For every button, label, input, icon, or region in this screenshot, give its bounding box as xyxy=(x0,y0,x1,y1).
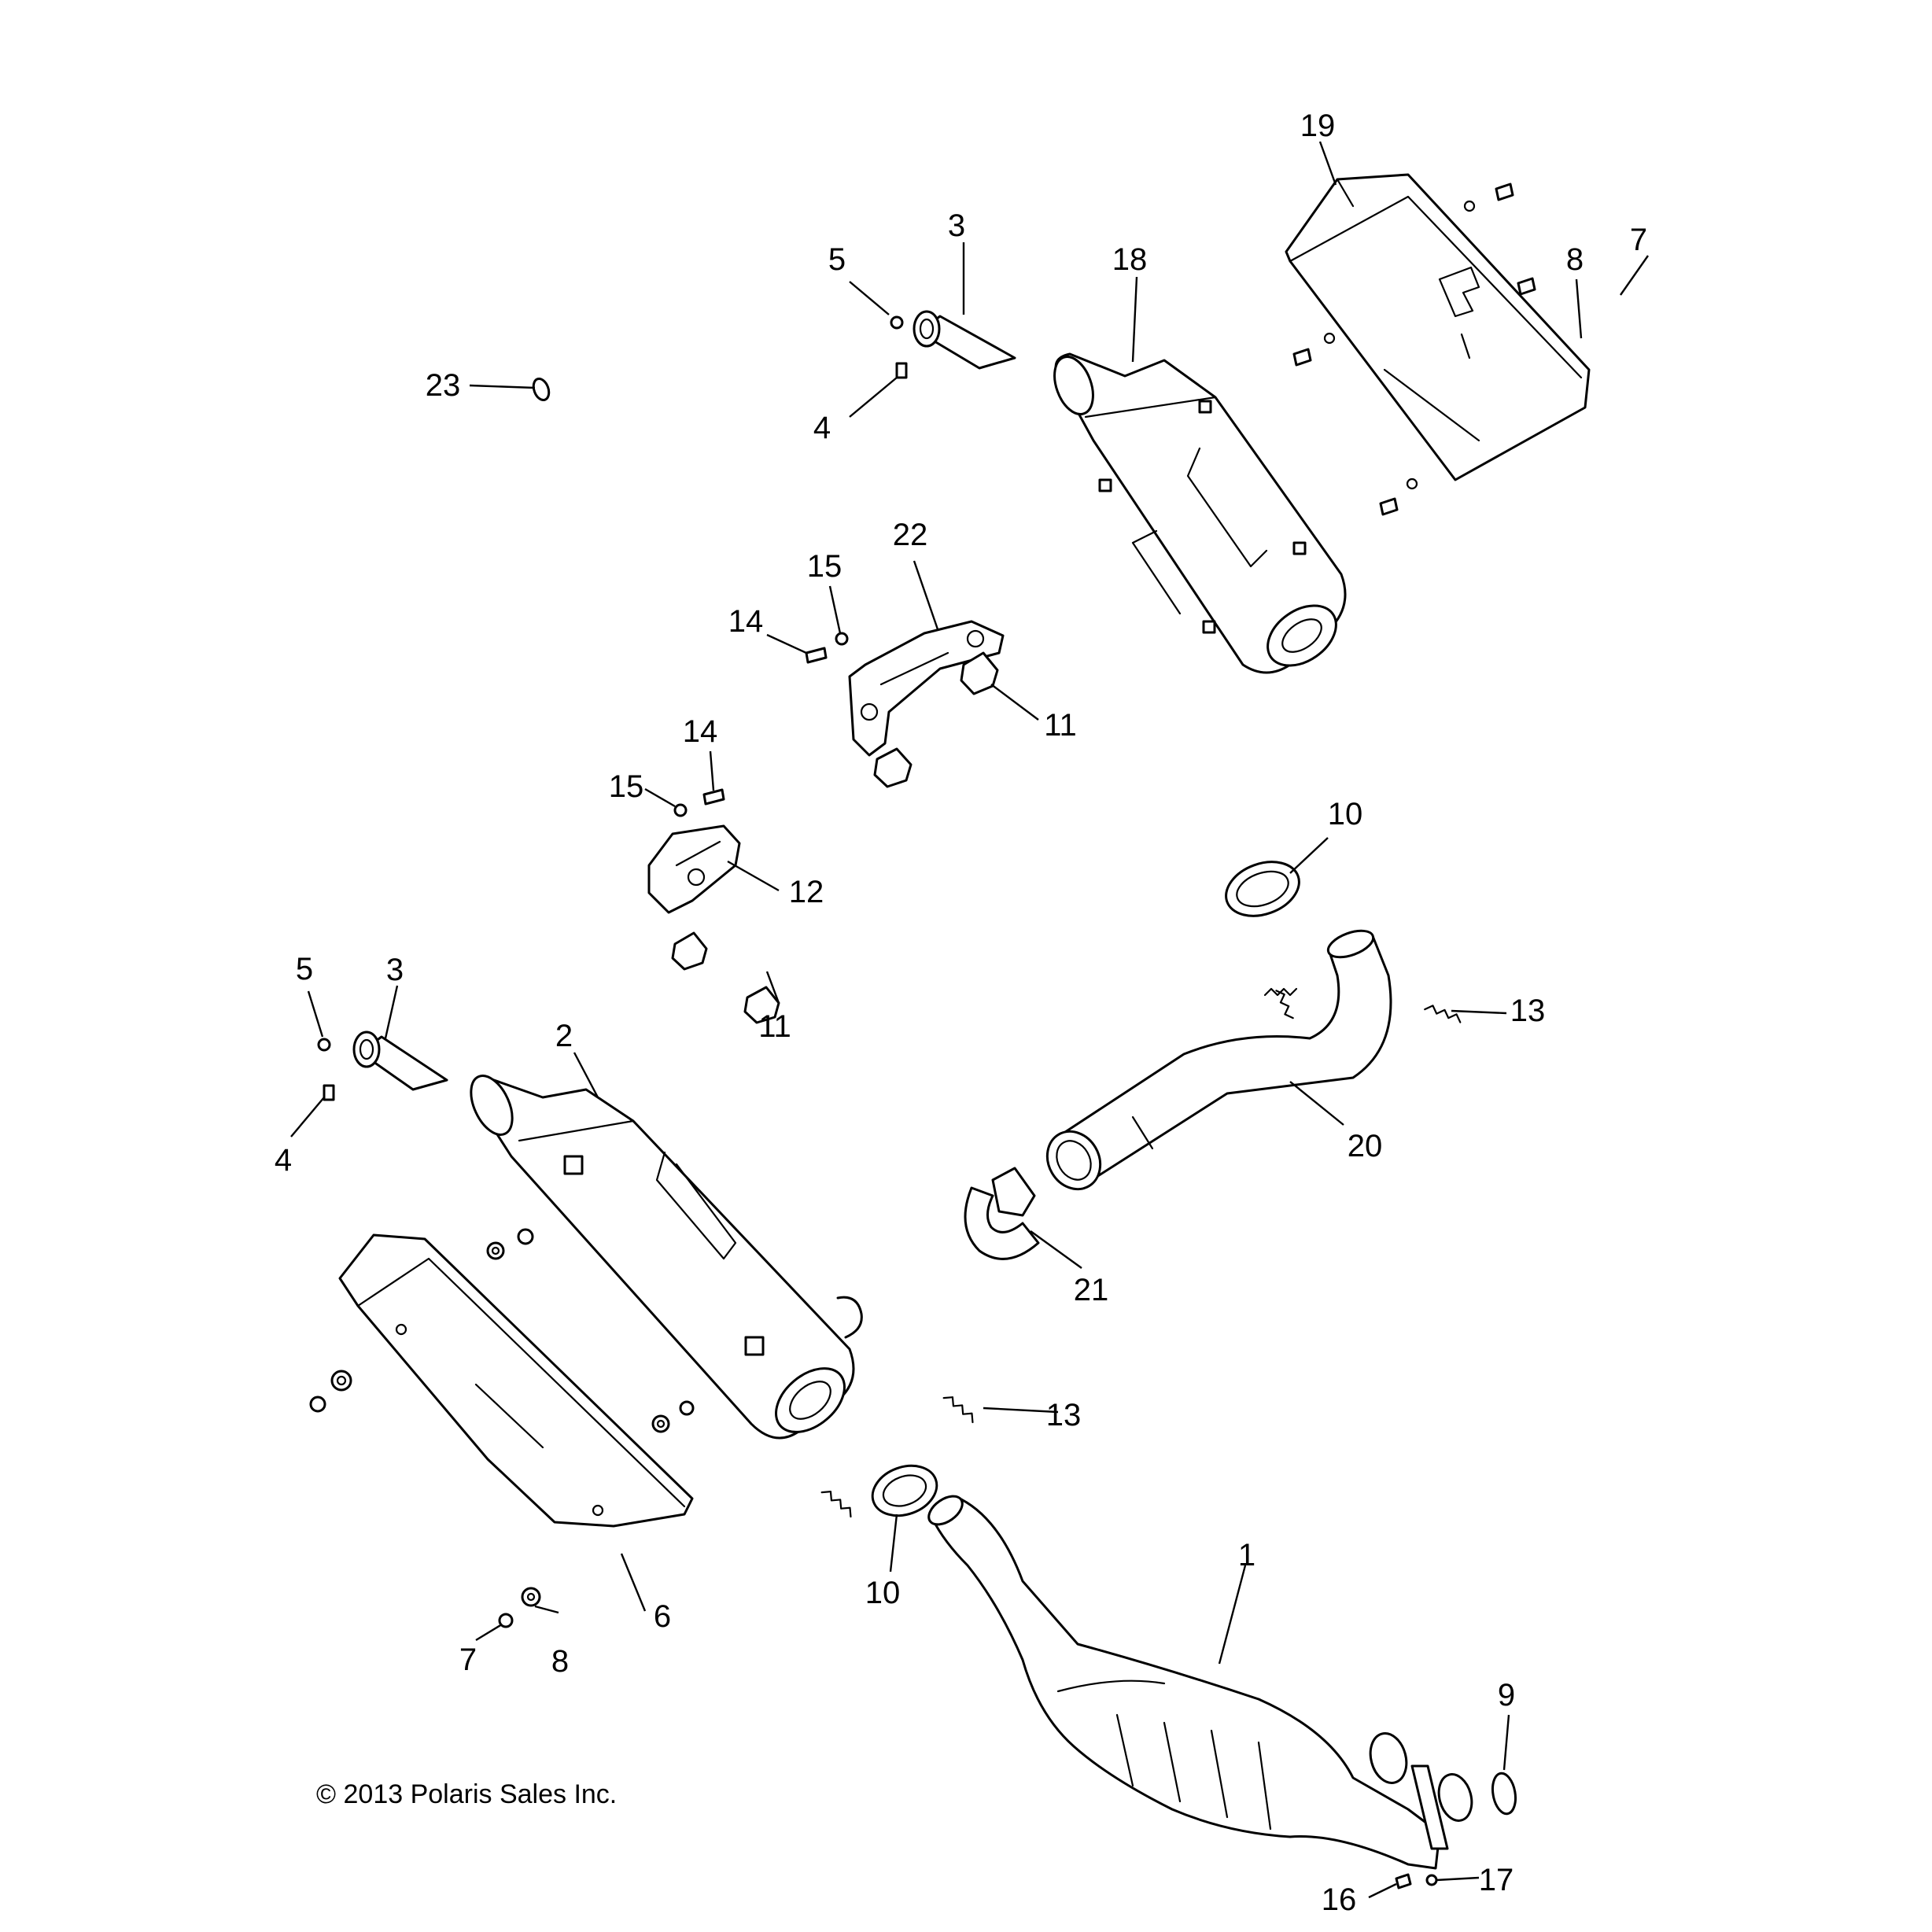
fasteners-16-17 xyxy=(1395,1873,1438,1890)
callout-9: 9 xyxy=(1498,1678,1515,1713)
part-grommets-lower xyxy=(671,931,780,1024)
callout-labels: 1 2 3 3 4 4 5 5 6 7 7 8 8 9 10 10 11 11 … xyxy=(275,109,1647,1917)
callout-19: 19 xyxy=(1300,109,1336,143)
callout-14-upper: 14 xyxy=(728,604,764,639)
heat-shield-upper-hardware xyxy=(1292,183,1536,516)
part-heat-shield-upper xyxy=(1285,173,1591,481)
part-heat-shield-lower xyxy=(338,1233,694,1528)
part-gasket-lower xyxy=(871,1464,938,1517)
part-muffler-lower xyxy=(470,1075,863,1440)
callout-12: 12 xyxy=(789,875,824,909)
callout-13-lower: 13 xyxy=(1046,1398,1082,1432)
callout-7-upper: 7 xyxy=(1630,223,1647,257)
callout-16: 16 xyxy=(1322,1882,1357,1917)
callout-22: 22 xyxy=(893,518,928,552)
callout-8-upper: 8 xyxy=(1566,242,1584,277)
callout-13-upper: 13 xyxy=(1510,994,1546,1028)
callout-3-lower: 3 xyxy=(386,953,404,987)
callout-21: 21 xyxy=(1074,1273,1109,1307)
callout-8-lower: 8 xyxy=(551,1644,569,1679)
part-header-pipe xyxy=(927,1495,1473,1870)
callout-11-upper: 11 xyxy=(1044,708,1077,743)
part-muffler-upper xyxy=(1053,352,1347,674)
callout-5-lower: 5 xyxy=(296,952,313,986)
part-clamp xyxy=(964,1167,1040,1260)
callout-11-lower: 11 xyxy=(758,1009,791,1044)
part-mount-bracket-12 xyxy=(647,824,741,914)
callout-5-upper: 5 xyxy=(828,242,846,277)
callout-15-lower: 15 xyxy=(609,769,644,804)
callout-18: 18 xyxy=(1112,242,1148,277)
part-gasket-upper xyxy=(1225,861,1300,917)
fasteners-14-15 xyxy=(673,632,849,817)
part-grommets-upper xyxy=(873,651,999,788)
callout-2: 2 xyxy=(555,1019,573,1053)
callout-10-upper: 10 xyxy=(1328,797,1363,831)
callout-4-upper: 4 xyxy=(813,411,831,445)
callout-23: 23 xyxy=(426,368,461,403)
part-tip-lower xyxy=(352,1031,448,1091)
callout-20: 20 xyxy=(1348,1129,1383,1163)
callout-15-upper: 15 xyxy=(807,549,842,584)
part-mid-pipe xyxy=(1045,929,1392,1191)
callout-7-lower: 7 xyxy=(459,1643,477,1677)
heat-shield-lower-hardware xyxy=(309,1228,695,1433)
part-springs xyxy=(820,987,1462,1518)
callout-4-lower: 4 xyxy=(275,1143,292,1178)
part-tip-upper xyxy=(913,310,1016,370)
part-washer-23 xyxy=(532,377,551,402)
part-gasket-9 xyxy=(1491,1772,1517,1816)
callout-10-lower: 10 xyxy=(865,1576,901,1610)
callout-17: 17 xyxy=(1479,1863,1514,1897)
copyright-notice: © 2013 Polaris Sales Inc. xyxy=(316,1779,617,1809)
callout-6: 6 xyxy=(654,1599,671,1634)
callout-14-lower: 14 xyxy=(683,714,718,749)
heat-shield-lower-fasteners xyxy=(498,1587,541,1628)
leader-lines xyxy=(290,141,1649,1899)
callout-3-upper: 3 xyxy=(948,208,965,243)
fasteners-4-5 xyxy=(317,315,908,1101)
callout-1: 1 xyxy=(1238,1538,1255,1573)
